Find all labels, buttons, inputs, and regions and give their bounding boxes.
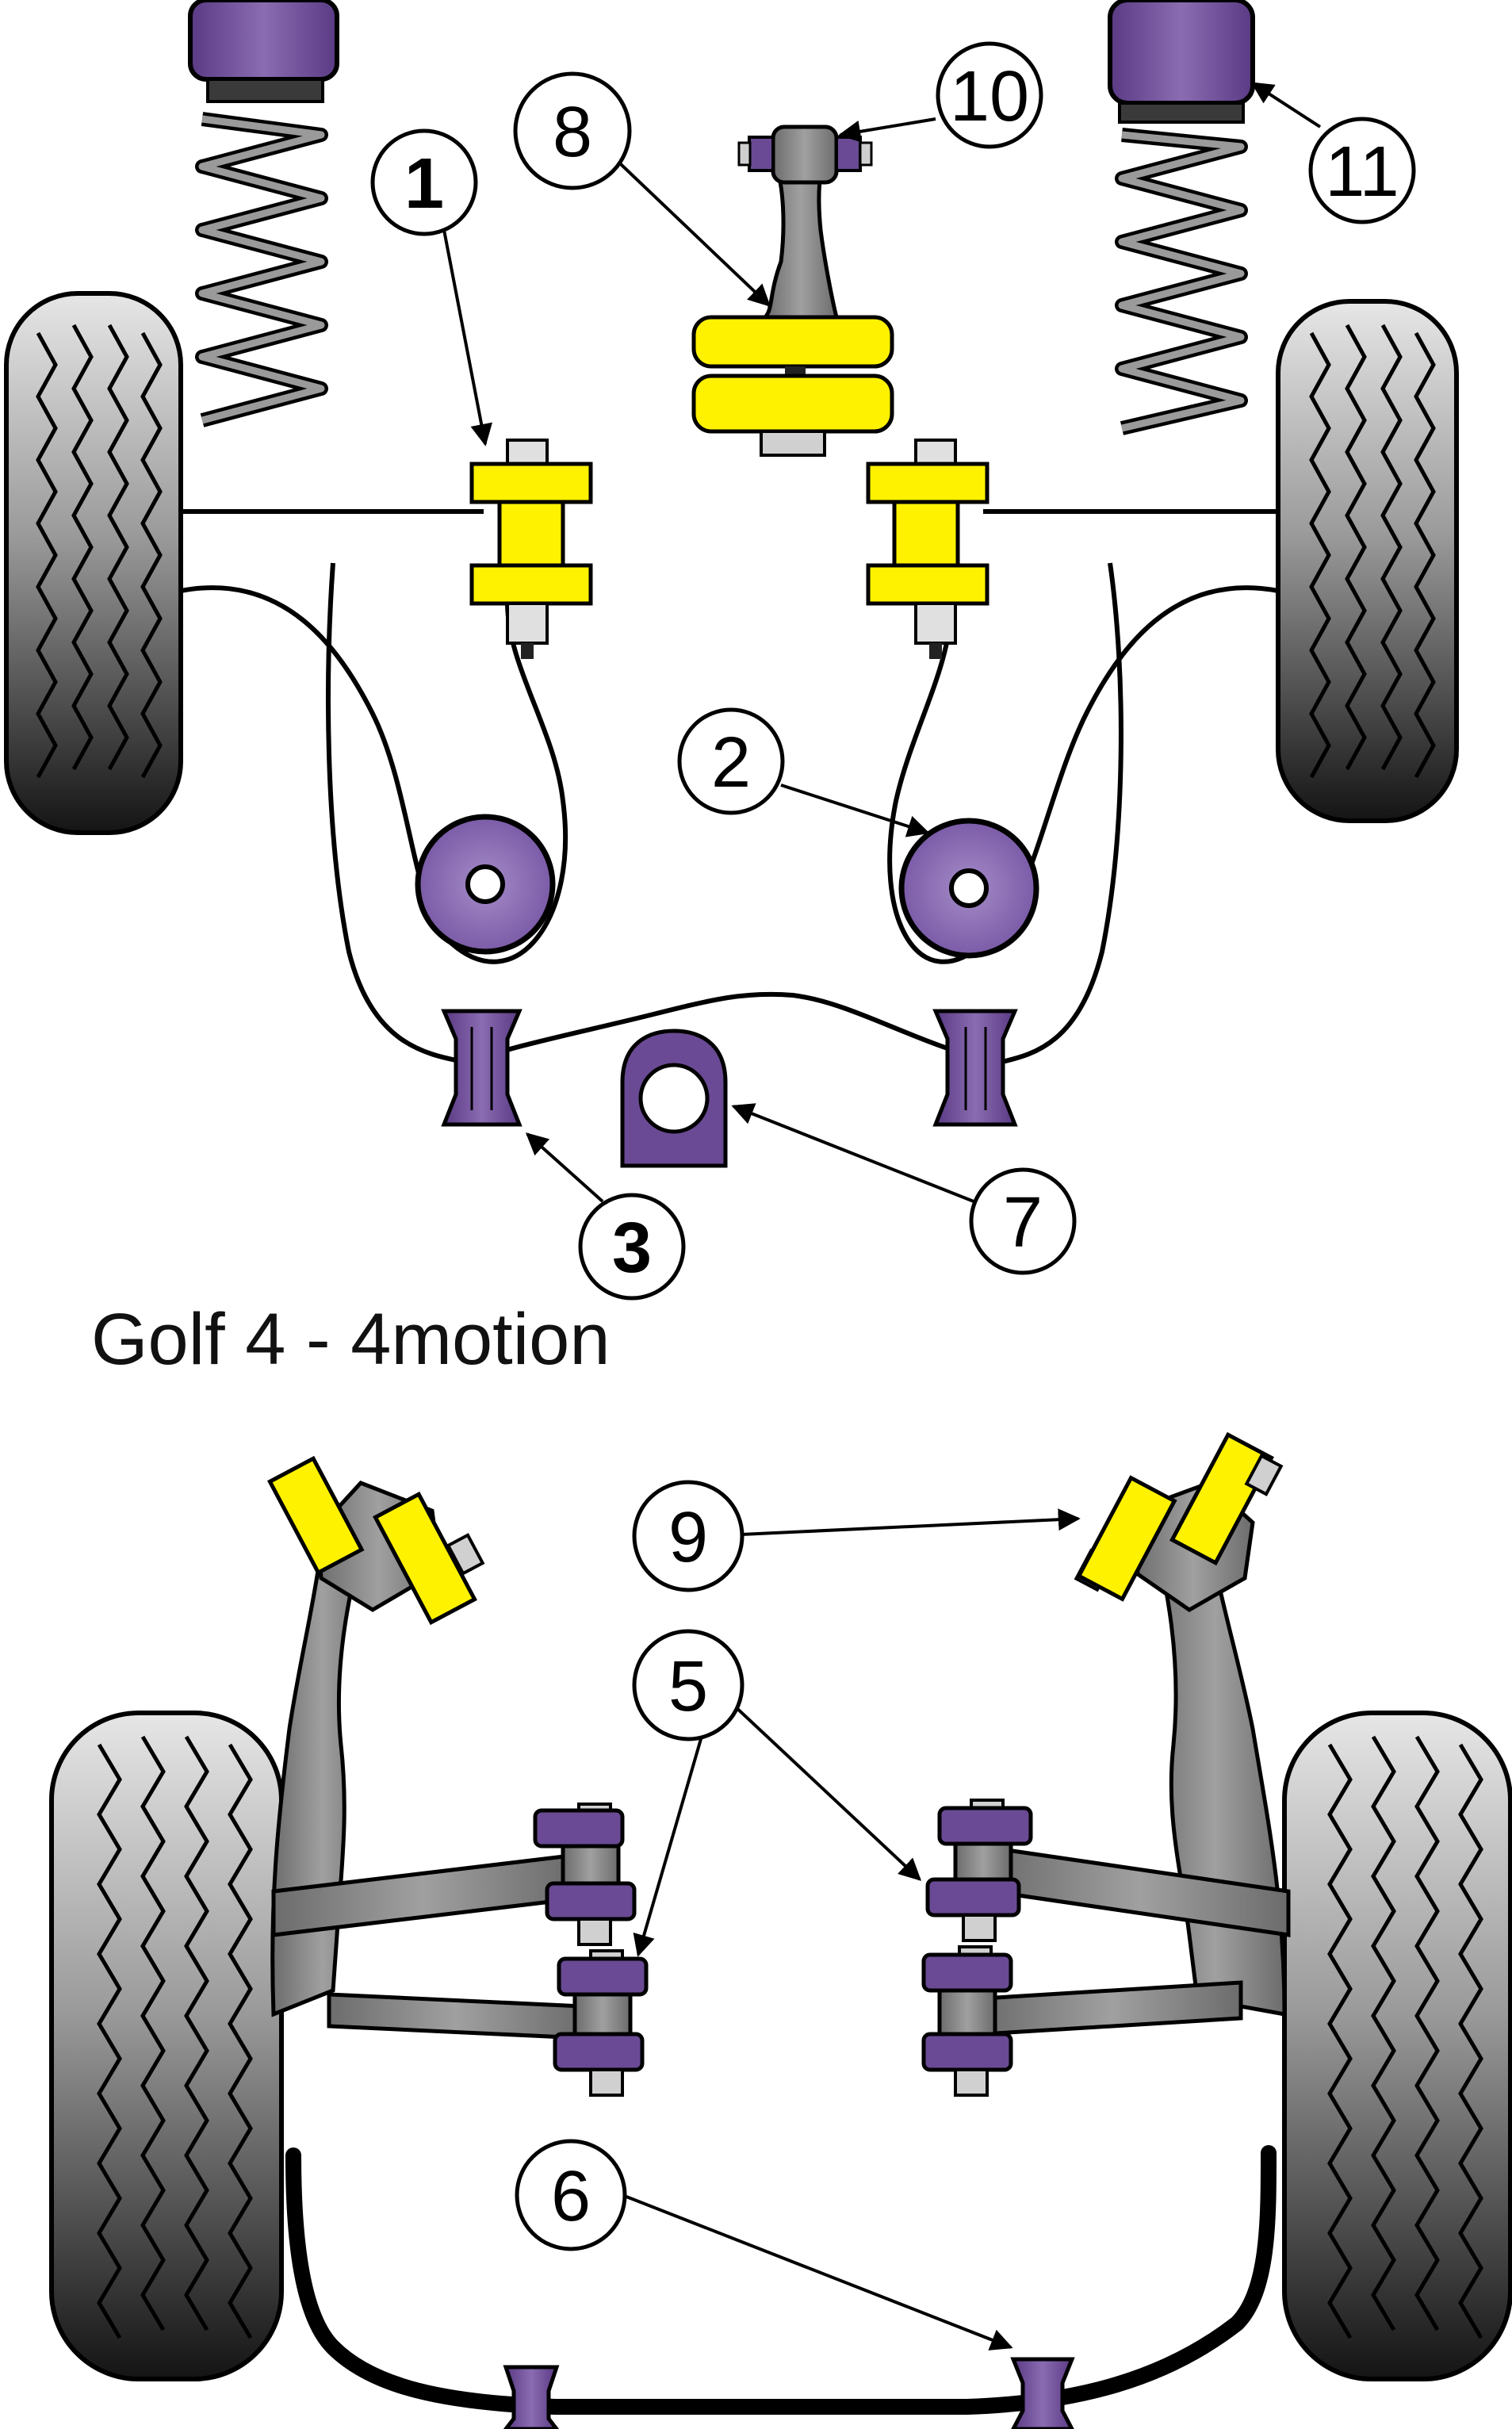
front-wishbone-front-bush-left (469, 439, 593, 659)
arrow-icon (525, 1132, 604, 1203)
front-wishbone-front-bush-right (866, 439, 989, 659)
front-wishbone-rear-bush-left (415, 814, 556, 955)
callout-9: 9 (632, 1480, 745, 1592)
callout-7: 7 (969, 1167, 1077, 1275)
arrow-icon (731, 1103, 974, 1203)
callout-2: 2 (677, 707, 785, 815)
rear-left-lower-lateral-arm (327, 1992, 585, 2040)
arrow-icon (838, 117, 936, 143)
rear-left-tyre-icon (49, 1711, 284, 2381)
front-left-coil-spring-icon (195, 112, 328, 427)
rear-anti-roll-bar-bush-left (503, 2365, 560, 2429)
arrow-icon (741, 1508, 1081, 1536)
arrow-icon (626, 2195, 1013, 2350)
rear-lateral-arm-bush-right-upper (925, 1799, 1033, 1942)
callout-10-label: 10 (950, 57, 1029, 136)
callout-9-label: 9 (668, 1498, 708, 1577)
callout-3-label: 3 (612, 1209, 652, 1288)
front-left-tyre-icon (4, 291, 183, 835)
arrow-icon (633, 1708, 711, 1957)
callout-10: 10 (936, 41, 1043, 149)
callout-1-label: 1 (404, 144, 444, 224)
arrow-icon (1250, 82, 1322, 128)
callout-11-label: 11 (1325, 132, 1399, 212)
front-anti-roll-bar-bush-right (932, 1009, 1018, 1127)
anti-roll-bar-link-bush (620, 1029, 728, 1168)
front-anti-roll-bar-bush-left (441, 1009, 523, 1127)
rear-right-lower-lateral-arm (981, 1980, 1243, 2036)
rear-right-trailing-arm (1131, 1481, 1287, 2017)
rear-lateral-arm-bush-right-lower (921, 1945, 1013, 2097)
leader-lines (442, 82, 1322, 2350)
callout-8: 8 (513, 71, 632, 190)
rear-trailing-arm-bush-right (1074, 1431, 1284, 1602)
arrow-icon (780, 783, 930, 837)
engine-mount-link (760, 125, 840, 320)
callout-5: 5 (632, 1629, 745, 1741)
callout-7-label: 7 (1003, 1183, 1043, 1262)
callout-2-label: 2 (711, 723, 751, 803)
arrow-icon (605, 149, 771, 307)
callout-5-label: 5 (668, 1647, 708, 1726)
front-left-strut-mount (188, 0, 339, 103)
callout-6: 6 (515, 2139, 627, 2251)
engine-mount-link-bush (737, 136, 873, 172)
rear-anti-roll-bar-icon (285, 2145, 1277, 2415)
callout-8-label: 8 (553, 93, 592, 172)
arrow-icon (732, 1703, 922, 1881)
front-wishbone-rear-bush-right (898, 818, 1039, 959)
front-right-strut-mount (1108, 0, 1255, 124)
front-right-coil-spring-icon (1115, 128, 1248, 435)
callout-11: 11 (1308, 117, 1416, 224)
engine-mount-bush (691, 315, 894, 457)
rear-lateral-arm-bush-left-upper (533, 1803, 637, 1946)
callout-3: 3 (578, 1193, 686, 1301)
front-right-tyre-icon (1276, 299, 1459, 823)
rear-right-tyre-icon (1282, 1711, 1512, 2381)
diagram-caption: Golf 4 - 4motion (91, 1299, 611, 1380)
rear-anti-roll-bar-bush-right (1010, 2357, 1075, 2429)
arrow-icon (442, 229, 492, 446)
rear-lateral-arm-bush-left-lower (553, 1949, 649, 2097)
callout-1: 1 (370, 128, 478, 236)
rear-trailing-arm-bush-left (267, 1455, 485, 1626)
callout-6-label: 6 (551, 2157, 591, 2236)
